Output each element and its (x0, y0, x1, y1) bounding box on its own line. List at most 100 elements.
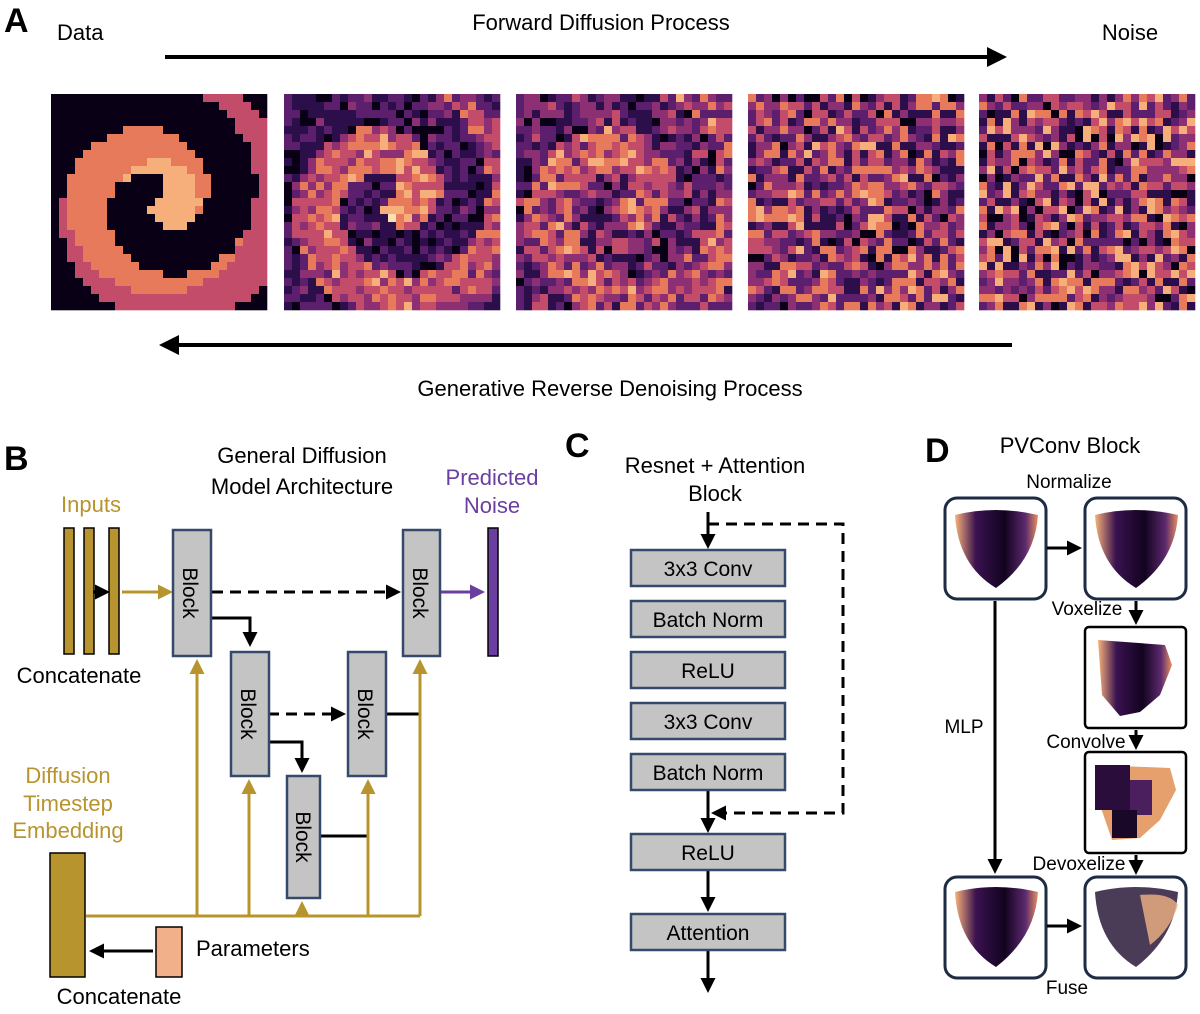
diffusion-pixel (660, 246, 669, 255)
diffusion-pixel (548, 126, 557, 135)
diffusion-pixel (812, 110, 821, 119)
voxelize-label: Voxelize (1052, 599, 1123, 620)
diffusion-pixel (292, 142, 301, 151)
diffusion-pixel (900, 238, 909, 247)
diffusion-pixel (340, 270, 349, 279)
diffusion-pixel (620, 222, 629, 231)
diffusion-pixel (324, 222, 333, 231)
diffusion-pixel (468, 294, 477, 303)
diffusion-pixel (171, 134, 180, 143)
diffusion-pixel (163, 246, 172, 255)
diffusion-pixel (211, 246, 220, 255)
diffusion-pixel (868, 110, 877, 119)
diffusion-pixel (676, 94, 685, 103)
diffusion-pixel (380, 222, 389, 231)
diffusion-pixel (820, 230, 829, 239)
diffusion-pixel (1139, 174, 1148, 183)
diffusion-pixel (796, 166, 805, 175)
diffusion-pixel (1043, 302, 1052, 311)
diffusion-pixel (195, 246, 204, 255)
diffusion-pixel (860, 238, 869, 247)
diffusion-pixel (1027, 206, 1036, 215)
diffusion-pixel (995, 198, 1004, 207)
diffusion-pixel (564, 270, 573, 279)
diffusion-pixel (1131, 198, 1140, 207)
diffusion-pixel (51, 166, 60, 175)
diffusion-pixel (1011, 230, 1020, 239)
diffusion-pixel (1179, 190, 1188, 199)
diffusion-pixel (892, 126, 901, 135)
diffusion-pixel (860, 134, 869, 143)
diffusion-pixel (460, 182, 469, 191)
diffusion-pixel (956, 102, 965, 111)
diffusion-pixel (668, 134, 677, 143)
diffusion-pixel (612, 214, 621, 223)
panel-c: C Resnet + Attention Block 3x3 ConvBatch… (565, 427, 845, 993)
diffusion-pixel (107, 142, 116, 151)
diffusion-pixel (884, 102, 893, 111)
diffusion-pixel (852, 278, 861, 287)
diffusion-pixel (668, 246, 677, 255)
diffusion-pixel (251, 166, 260, 175)
diffusion-pixel (444, 270, 453, 279)
diffusion-pixel (532, 126, 541, 135)
diffusion-pixel (300, 302, 309, 311)
normalize-label: Normalize (1026, 472, 1112, 493)
diffusion-pixel (836, 198, 845, 207)
diffusion-pixel (564, 214, 573, 223)
diffusion-pixel (356, 182, 365, 191)
diffusion-pixel (187, 182, 196, 191)
diffusion-pixel (1179, 134, 1188, 143)
diffusion-pixel (532, 150, 541, 159)
diffusion-pixel (987, 126, 996, 135)
diffusion-pixel (484, 126, 493, 135)
diffusion-pixel (324, 190, 333, 199)
diffusion-pixel (684, 118, 693, 127)
diffusion-pixel (796, 270, 805, 279)
diffusion-pixel (756, 270, 765, 279)
diffusion-pixel (900, 214, 909, 223)
diffusion-pixel (211, 222, 220, 231)
diffusion-pixel (916, 238, 925, 247)
diffusion-pixel (692, 166, 701, 175)
diffusion-pixel (332, 126, 341, 135)
diffusion-pixel (676, 278, 685, 287)
diffusion-pixel (412, 270, 421, 279)
diffusion-pixel (171, 294, 180, 303)
diffusion-pixel (51, 150, 60, 159)
diffusion-pixel (364, 238, 373, 247)
diffusion-pixel (987, 150, 996, 159)
diffusion-pixel (532, 158, 541, 167)
diffusion-pixel (884, 150, 893, 159)
diffusion-pixel (1155, 270, 1164, 279)
diffusion-pixel (356, 126, 365, 135)
diffusion-pixel (1147, 294, 1156, 303)
diffusion-pixel (676, 302, 685, 311)
diffusion-pixel (860, 246, 869, 255)
diffusion-pixel (1187, 206, 1196, 215)
diffusion-pixel (636, 126, 645, 135)
diffusion-pixel (1075, 246, 1084, 255)
diffusion-pixel (1115, 302, 1124, 311)
diffusion-pixel (251, 262, 260, 271)
diffusion-pixel (1051, 222, 1060, 231)
diffusion-pixel (396, 190, 405, 199)
diffusion-pixel (1035, 278, 1044, 287)
diffusion-pixel (251, 142, 260, 151)
diffusion-pixel (852, 222, 861, 231)
diffusion-pixel (916, 94, 925, 103)
diffusion-pixel (540, 190, 549, 199)
diffusion-pixel (235, 158, 244, 167)
diffusion-pixel (644, 198, 653, 207)
diffusion-pixel (804, 110, 813, 119)
diffusion-pixel (444, 302, 453, 311)
diffusion-pixel (203, 158, 212, 167)
diffusion-pixel (820, 254, 829, 263)
diffusion-pixel (195, 150, 204, 159)
diffusion-pixel (820, 294, 829, 303)
diffusion-pixel (436, 286, 445, 295)
diffusion-pixel (836, 166, 845, 175)
diffusion-pixel (700, 198, 709, 207)
diffusion-pixel (292, 190, 301, 199)
